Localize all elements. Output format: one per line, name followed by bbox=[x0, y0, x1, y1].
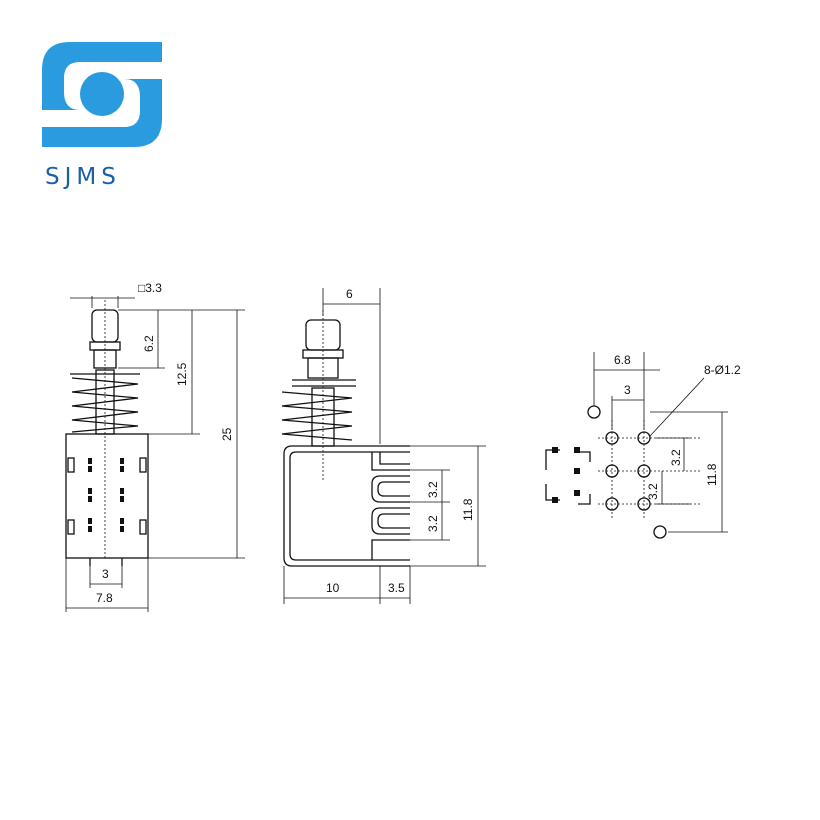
side-dim-pin-span: 11.8 bbox=[461, 498, 475, 521]
footprint-view: 6.8 3 8-Ø1.2 bbox=[545, 352, 741, 539]
front-view: □3.3 6.2 12.5 25 3 7.8 bbox=[65, 281, 245, 612]
front-dim-total-height: 25 bbox=[220, 427, 234, 441]
footprint-dim-column-spacing: 3 bbox=[624, 383, 631, 397]
front-body-notch-tl bbox=[67, 457, 75, 473]
footprint-dim-width: 6.8 bbox=[614, 353, 631, 367]
front-spring bbox=[71, 377, 139, 433]
front-dim-shaft-to-body: 12.5 bbox=[175, 362, 189, 386]
side-spring bbox=[281, 391, 353, 441]
side-dim-pitch-2: 3.2 bbox=[426, 515, 440, 532]
switch-schematic bbox=[545, 447, 591, 505]
brand-name: SJMS bbox=[45, 164, 121, 190]
side-dim-pitch-1: 3.2 bbox=[426, 481, 440, 498]
footprint-hole-spec: 8-Ø1.2 bbox=[704, 363, 741, 377]
side-dim-body-depth: 10 bbox=[326, 581, 340, 595]
logo-dot bbox=[80, 72, 124, 116]
side-bent-pins bbox=[371, 452, 410, 560]
footprint-dim-row-pitch-2: 3.2 bbox=[646, 483, 660, 500]
footprint-dim-height: 11.8 bbox=[705, 463, 719, 486]
sjms-logo: SJMS bbox=[42, 42, 162, 190]
front-dim-shaft-height: 6.2 bbox=[142, 335, 156, 352]
logo-s-mark-lower bbox=[42, 79, 162, 147]
side-dim-shaft-offset: 6 bbox=[346, 287, 353, 301]
side-view: 6 3.2 3.2 11.8 10 3.5 bbox=[281, 287, 486, 604]
footprint-dim-row-pitch-1: 3.2 bbox=[669, 449, 683, 466]
front-dim-square: □3.3 bbox=[138, 281, 162, 295]
side-frame bbox=[283, 445, 410, 567]
front-dim-body-width: 7.8 bbox=[96, 591, 113, 605]
footprint-hole-leader bbox=[649, 377, 705, 437]
footprint-holes bbox=[587, 405, 667, 539]
logo-s-mark bbox=[42, 42, 162, 110]
front-body-notch-tr bbox=[139, 457, 147, 473]
front-body-notch-bl bbox=[67, 519, 75, 535]
front-dim-pin-spacing: 3 bbox=[102, 567, 109, 581]
side-dim-pin-bend: 3.5 bbox=[388, 581, 405, 595]
front-body bbox=[65, 433, 149, 559]
front-contacts bbox=[88, 458, 124, 532]
front-body-notch-br bbox=[139, 519, 147, 535]
